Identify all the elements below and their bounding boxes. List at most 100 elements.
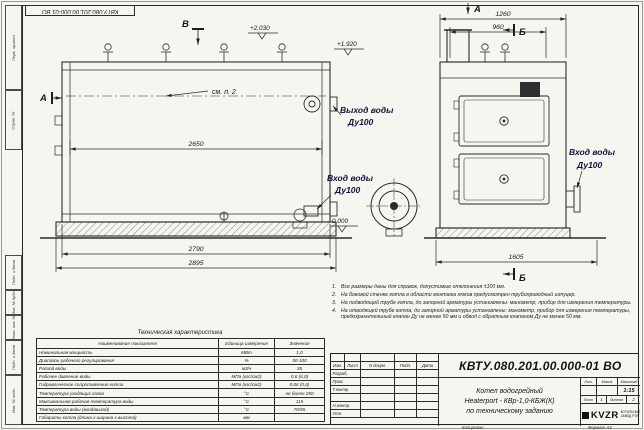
inlet-side-leader (316, 194, 332, 210)
section-label-a-side: А (39, 93, 47, 104)
sheet-label: Лист (581, 396, 597, 404)
cell (361, 402, 395, 410)
kvzr-logo-text: KVZR (590, 409, 619, 421)
cell (395, 354, 417, 362)
notes: 1.Все размеры даны для справок, допустим… (332, 284, 634, 322)
col-docum: N докум. (361, 362, 395, 370)
boiler-front-view (424, 29, 606, 239)
elev-2030: +2.030 (250, 25, 270, 32)
scale-value: 1:15 (618, 386, 640, 396)
cell (395, 370, 417, 378)
note-2: 2.На боковой стенке котла в области монт… (332, 291, 576, 298)
dim-1260: 1260 (495, 11, 510, 18)
cell (417, 394, 439, 402)
row-utv: Утв. (331, 410, 361, 418)
upper-door (453, 95, 550, 147)
outlet-dn: Ду100 (347, 117, 374, 127)
title-block: Изм. Лист N докум. Подп. Дата Разраб. Пр… (330, 353, 640, 426)
cell (417, 402, 439, 410)
cell (361, 386, 395, 394)
elevation-symbols (248, 32, 364, 233)
cell (361, 378, 395, 386)
margin-stamp-sprav-no: Справ. № (5, 90, 22, 150)
margin-stamp-perv-primen: Перв. примен. (5, 5, 22, 90)
col-data: Дата (417, 362, 439, 370)
see-note: см. п. 2 (212, 89, 236, 96)
control-box (520, 82, 540, 97)
kvzr-logo-icon (581, 411, 589, 419)
row-razrab: Разраб. (331, 370, 361, 378)
drawing-title: Котел водогрейный Heaterport - КВр-1,0-К… (439, 378, 581, 426)
base-frame-front (435, 227, 571, 239)
sheets-value: 2 (627, 396, 640, 404)
row-tkontr: Т.контр. (331, 386, 361, 394)
tech-row: Диапазон рабочего регулирования%50-100 (36, 355, 325, 365)
margin-stamp-inv-dubl: Инв. № дубл. (5, 290, 22, 315)
tech-characteristics: Техническая характеристика Наименование … (36, 330, 325, 423)
water-inlet-fitting-front (565, 185, 581, 213)
top-valves (103, 43, 287, 62)
cell (361, 394, 395, 402)
drawing-title-line2: Heaterport - КВр-1,0-КБЖ(К) (464, 398, 555, 406)
water-outlet-fitting (303, 95, 338, 113)
pump (293, 208, 307, 222)
row-blank (331, 394, 361, 402)
dim-2650: 2650 (187, 141, 203, 148)
elev-1920: +1.920 (337, 41, 357, 48)
section-marks-front (466, 3, 515, 280)
section-label-b-side: В (182, 19, 189, 30)
section-label-b-bottom: Б (519, 273, 526, 284)
cell (417, 354, 439, 362)
cell (395, 378, 417, 386)
dim-2790: 2790 (187, 246, 203, 253)
tech-table-header: Наименование показателя Единица измерени… (36, 337, 325, 349)
margin-stamp-inv-podl: Инв. № подл. (5, 375, 22, 425)
cell (417, 370, 439, 378)
cell (395, 402, 417, 410)
front-view-dimensions (435, 14, 598, 266)
sheet-value: 1 (597, 396, 607, 404)
company-cell: KVZR КОТЕЛЬНЫЙ ЗАВОД РЭП (581, 404, 640, 426)
outlet-leader (332, 105, 342, 116)
cell (361, 370, 395, 378)
format-label: Формат А3 (588, 425, 612, 430)
cell (395, 394, 417, 402)
inlet-side-dn: Ду100 (334, 185, 361, 195)
view-label-a: А (473, 4, 481, 15)
cell (417, 386, 439, 394)
row-prov: Пров. (331, 378, 361, 386)
section-label-b-top: Б (519, 27, 526, 38)
cell (361, 410, 395, 418)
section-marks-side (51, 28, 204, 104)
inlet-front-label: Вход воды (569, 147, 616, 157)
copied-label: Копировал (462, 425, 484, 430)
mass-value (597, 386, 618, 396)
tech-table-title: Техническая характеристика (137, 330, 223, 336)
cell (417, 410, 439, 418)
dim-1605: 1605 (508, 254, 523, 261)
col-podp: Подп. (395, 362, 417, 370)
tech-table: Наименование показателя Единица измерени… (36, 337, 325, 423)
burner-ring (366, 178, 422, 237)
col-list: Лист (345, 362, 361, 370)
elev-0000: 0.000 (332, 218, 348, 225)
note-3: 3.На подводящей трубе котла, до запорной… (332, 299, 632, 306)
see-note-leader (165, 90, 209, 97)
company-name: КОТЕЛЬНЫЙ ЗАВОД РЭП (620, 410, 640, 418)
lit-value (581, 386, 597, 396)
lit-label: Лит. (581, 378, 597, 386)
cell (345, 354, 361, 362)
margin-stamp-podp-data-1: Подп. и дата (5, 255, 22, 290)
outlet-label: Выход воды (340, 105, 394, 115)
note-4: 4.На отводящей трубе котла, до запорной … (332, 307, 631, 321)
dim-960: 960 (492, 24, 504, 31)
margin-stamp-podp-data-2: Подп. и дата (5, 340, 22, 375)
